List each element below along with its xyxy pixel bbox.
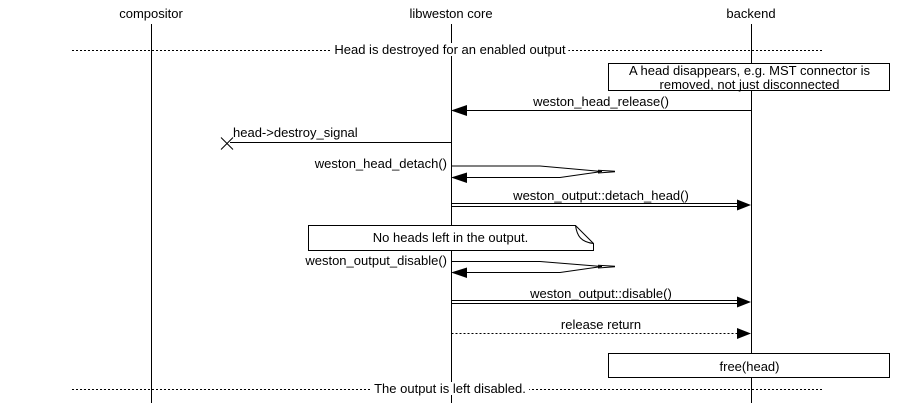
actor-label-backend: backend — [726, 6, 776, 21]
box-free-head-shape — [608, 353, 890, 378]
selfloop-tip-weston-output-disable — [597, 264, 616, 269]
divider-label-bottom: The output is left disabled. — [371, 382, 529, 395]
note-head-disappears-shape — [608, 63, 890, 91]
actor-label-compositor: compositor — [119, 6, 183, 21]
message-label-head-destroy-signal: head->destroy_signal — [233, 125, 358, 140]
arrowhead-weston-output-disable — [451, 267, 467, 278]
arrowhead-weston-head-release — [451, 105, 467, 116]
divider-label-top: Head is destroyed for an enabled output — [331, 43, 569, 56]
message-label-weston-head-release: weston_head_release() — [533, 94, 669, 109]
note-head-disappears-line2: removed, not just disconnected — [659, 76, 840, 92]
note-no-heads: No heads left in the output. — [372, 230, 529, 245]
selfloop-weston-head-detach — [452, 165, 603, 178]
arrowhead-output-disable — [737, 296, 751, 308]
note-no-heads-shape — [308, 225, 594, 251]
message-label-weston-head-detach: weston_head_detach() — [314, 156, 447, 171]
note-head-disappears-line1: A head disappears, e.g. MST connector is — [628, 63, 871, 78]
actor-label-libweston-core: libweston core — [409, 6, 493, 21]
message-label-weston-output-disable-method: weston_output::disable() — [530, 286, 672, 301]
message-label-weston-output-disable-call: weston_output_disable() — [305, 253, 447, 268]
arrowhead-release-return — [737, 328, 751, 339]
box-free-head-label: free(head) — [719, 359, 780, 374]
note-head-disappears: A head disappears, e.g. MST connector is… — [609, 64, 890, 91]
note-no-heads-fold — [575, 225, 594, 244]
message-label-weston-output-detach-head: weston_output::detach_head() — [513, 188, 689, 203]
lost-message-x-icon — [220, 137, 234, 150]
selfloop-weston-output-disable — [452, 261, 603, 273]
selfloop-tip-weston-head-detach — [597, 169, 616, 174]
message-label-release-return: release return — [560, 317, 642, 332]
arrowhead-detach-head — [737, 199, 751, 211]
arrowhead-weston-head-detach — [451, 172, 467, 183]
